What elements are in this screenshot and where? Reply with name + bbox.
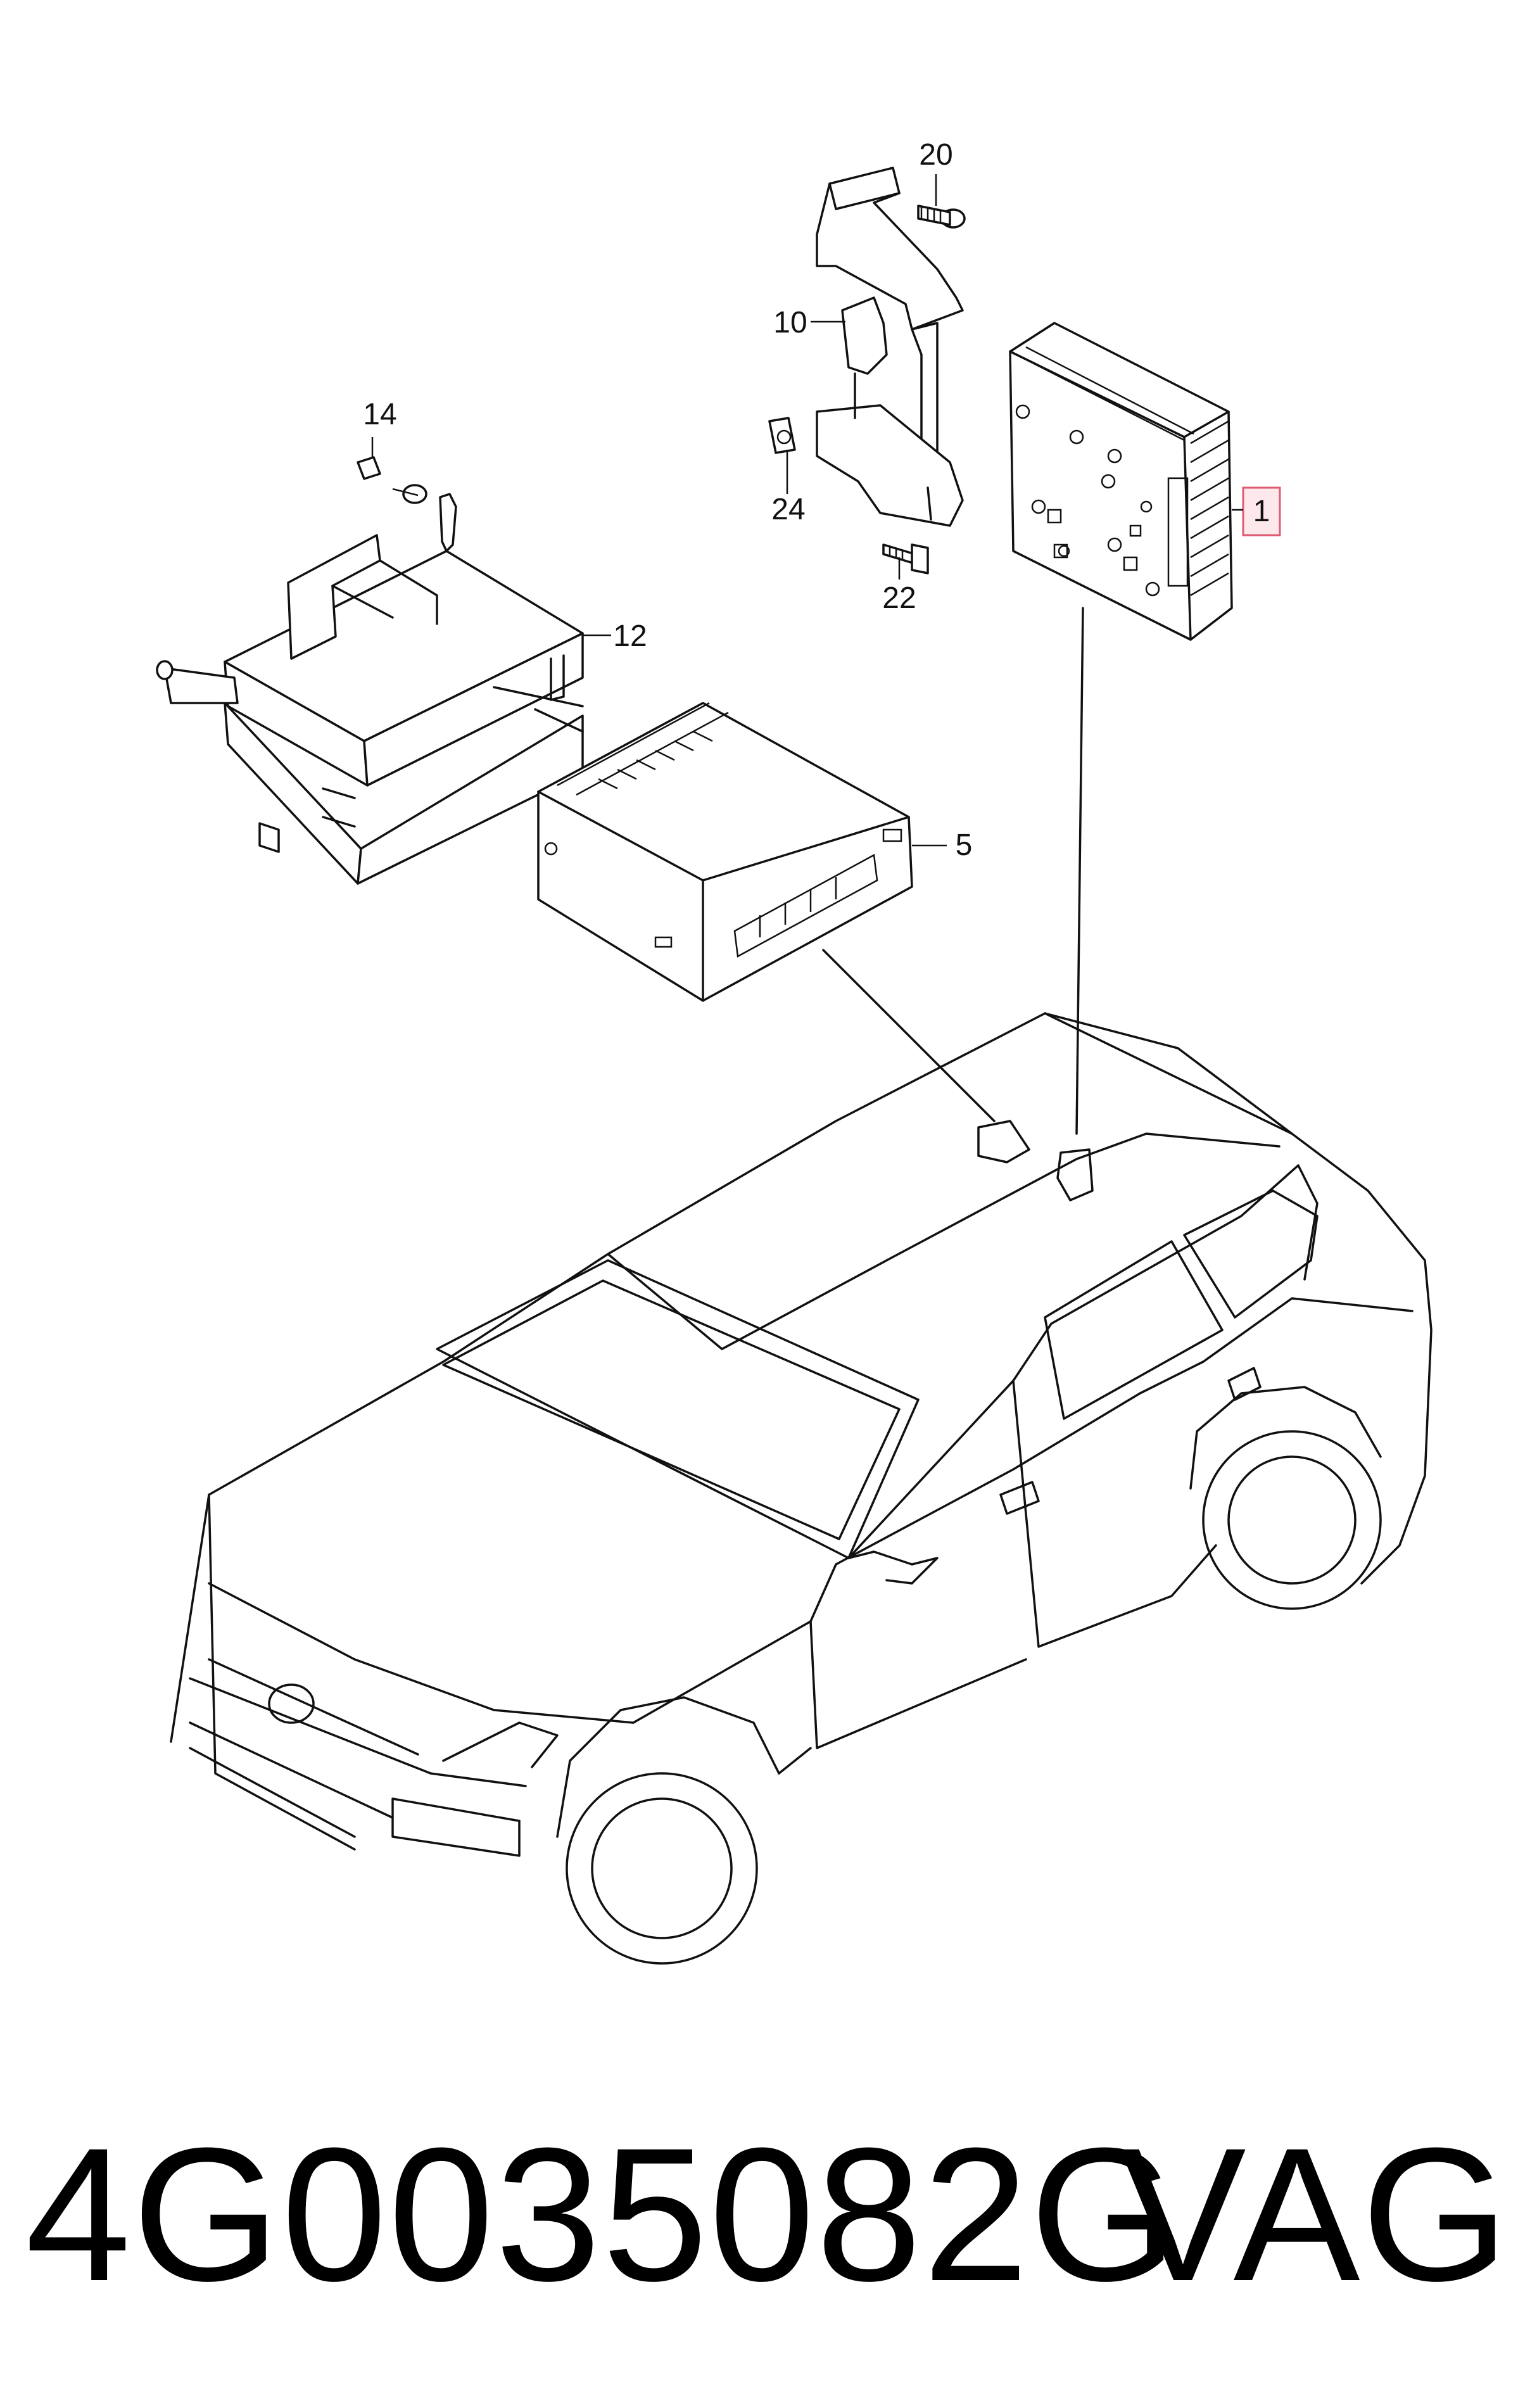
callout-22-label: 22 — [882, 581, 916, 615]
mounting-bracket — [816, 167, 964, 527]
callout-14: 14 — [363, 398, 397, 457]
control-unit-1 — [1009, 322, 1233, 641]
callout-10-label: 10 — [773, 306, 807, 339]
callout-24: 24 — [771, 450, 806, 526]
mounting-frame-12 — [156, 493, 584, 885]
callout-5: 5 — [912, 828, 972, 862]
callout-1-highlight — [1242, 486, 1281, 536]
brand-name: VAG — [1120, 2108, 1510, 2321]
callout-1-label: 1 — [1253, 495, 1270, 528]
callout-20: 20 — [919, 138, 953, 206]
callout-10: 10 — [773, 306, 845, 339]
callout-22: 22 — [882, 557, 916, 615]
callout-12: 12 — [583, 619, 647, 653]
media-drive-5 — [537, 702, 913, 1002]
screw-14 — [357, 456, 427, 504]
callout-14-label: 14 — [363, 398, 396, 431]
callout-12-label: 12 — [613, 619, 647, 653]
bolt-20 — [917, 205, 966, 229]
screw-22 — [882, 543, 929, 574]
callout-1: 1 — [1232, 486, 1281, 536]
callout-20-label: 20 — [919, 138, 952, 172]
callout-24-label: 24 — [771, 493, 805, 526]
part-number: 4G0035082G — [25, 2108, 1179, 2321]
callout-5-label: 5 — [956, 828, 973, 862]
nut-24 — [768, 417, 796, 454]
vehicle-outline — [170, 1012, 1433, 1965]
leader-lines — [822, 607, 1094, 1201]
